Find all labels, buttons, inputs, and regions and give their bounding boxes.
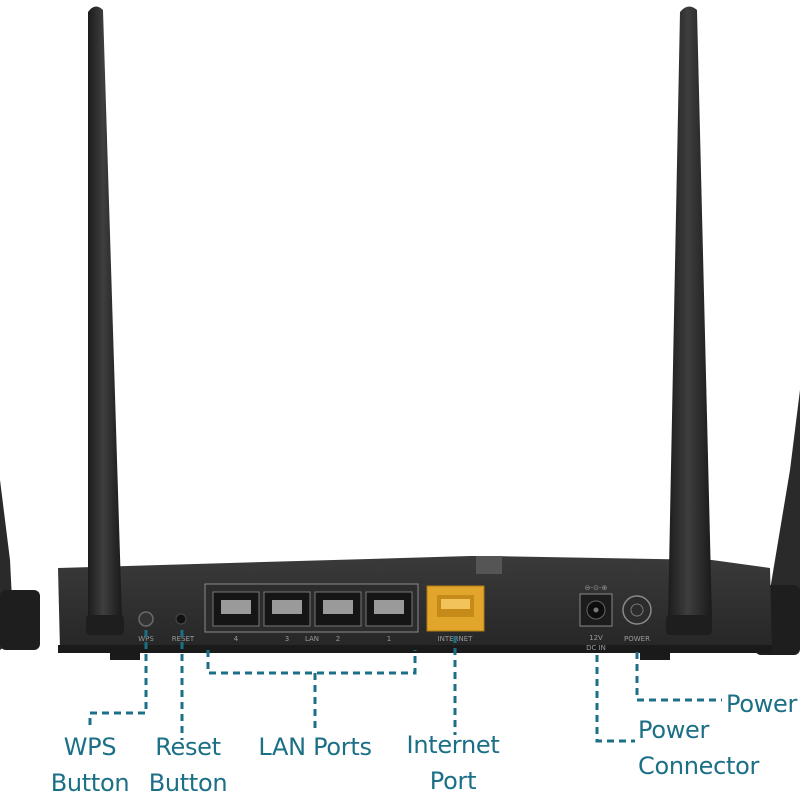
lan-label-1: 1 — [387, 635, 391, 643]
lan-port-1[interactable] — [365, 591, 413, 627]
power-callout-line — [635, 652, 722, 702]
wps-callout-line — [88, 630, 148, 730]
internet-port[interactable] — [426, 585, 485, 632]
internet-callout: Internet Port — [394, 727, 512, 799]
reset-callout-line1: Reset — [155, 733, 221, 761]
power-panel-label: POWER — [624, 635, 650, 643]
left-side-antenna — [0, 480, 40, 650]
reset-panel-label: RESET — [172, 635, 195, 643]
power-connector-callout-line1: Power — [638, 716, 710, 744]
wps-button[interactable] — [138, 611, 154, 627]
lan-callout-line — [206, 650, 417, 730]
lan-callout-line1: LAN Ports — [258, 733, 372, 761]
wps-callout: WPS Button — [42, 729, 138, 801]
power-connector-callout: Power Connector — [638, 712, 759, 784]
power-button[interactable] — [622, 595, 652, 625]
lan-label-4: 4 — [234, 635, 239, 643]
internet-callout-line1: Internet — [406, 731, 500, 759]
right-antenna — [666, 6, 712, 635]
wps-callout-line1: WPS — [63, 733, 117, 761]
lan-label-2: 2 — [336, 635, 340, 643]
lan-label-text: LAN — [305, 635, 319, 643]
power-connector-callout-line2: Connector — [638, 752, 760, 780]
lan-callout: LAN Ports — [245, 729, 385, 765]
power-callout: Power — [726, 686, 800, 722]
power-connector-callout-line — [595, 655, 635, 743]
lan-port-3[interactable] — [263, 591, 311, 627]
reset-button[interactable] — [175, 613, 187, 625]
dc-panel-label-bottom: DC IN — [586, 644, 606, 652]
lan-port-group — [204, 583, 419, 633]
lan-label-3: 3 — [285, 635, 289, 643]
lan-port-2[interactable] — [314, 591, 362, 627]
dc-panel-label-top: 12V — [589, 634, 603, 642]
polarity-symbol: ⊖-⊙-⊕ — [585, 584, 608, 592]
reset-callout-line2: Button — [148, 769, 228, 797]
callout-lines — [88, 630, 722, 743]
reset-callout: Reset Button — [140, 729, 236, 801]
wps-panel-label: WPS — [138, 635, 154, 643]
internet-callout-line2: Port — [429, 767, 477, 795]
wps-callout-line2: Button — [50, 769, 130, 797]
left-antenna — [86, 6, 124, 635]
lan-port-4[interactable] — [212, 591, 260, 627]
power-callout-line1: Power — [726, 690, 798, 718]
dc-in-connector[interactable] — [579, 593, 613, 627]
